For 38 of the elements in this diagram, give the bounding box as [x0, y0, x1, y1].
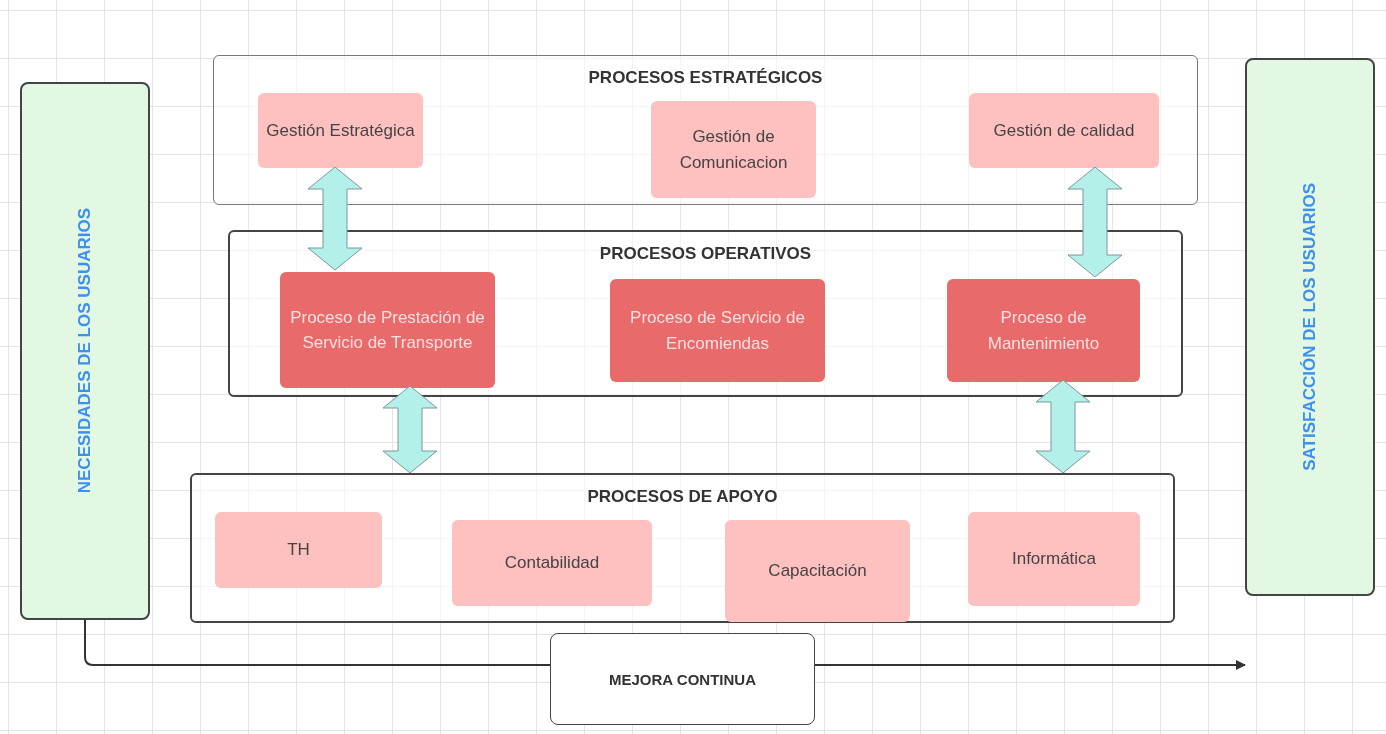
side-panel: [20, 82, 150, 620]
side-panel: [1245, 58, 1375, 596]
process-box: [947, 279, 1140, 382]
process-box: [280, 272, 495, 388]
box-label: Gestión de Comunicacion: [678, 126, 789, 174]
group-heading: PROCESOS DE APOYO: [587, 487, 778, 507]
box-label: Proceso de Prestación de Servicio de Transporte: [289, 306, 486, 354]
double-block-arrow: [307, 166, 363, 271]
box-label: Gestión Estratégica: [266, 119, 415, 142]
box-label: MEJORA CONTINUA: [609, 670, 756, 688]
process-box: [725, 520, 910, 622]
process-box: [215, 512, 382, 588]
process-box: [550, 633, 815, 725]
process-box: [968, 512, 1140, 606]
box-label: Capacitación: [768, 560, 867, 583]
connector-line: [84, 619, 551, 666]
group-heading: PROCESOS ESTRATÉGICOS: [588, 68, 823, 88]
double-block-arrow: [382, 385, 438, 474]
double-block-arrow: [1067, 166, 1123, 278]
process-group: [213, 55, 1198, 205]
box-label: Informática: [1011, 548, 1097, 571]
box-label: Proceso de Servicio de Encomiendas: [629, 307, 806, 355]
panel-label: SATISFACCIÓN DE LOS USUARIOS: [1300, 183, 1320, 471]
group-heading: PROCESOS OPERATIVOS: [599, 244, 812, 264]
box-label: Proceso de Mantenimiento: [986, 307, 1101, 355]
double-block-arrow: [1035, 379, 1091, 474]
process-box: [969, 93, 1159, 168]
connector-line: [814, 660, 1246, 670]
process-box: [651, 101, 816, 198]
process-box: [452, 520, 652, 606]
process-group: [190, 473, 1175, 623]
panel-label: NECESIDADES DE LOS USUARIOS: [75, 208, 95, 494]
box-label: TH: [287, 539, 310, 562]
process-box: [610, 279, 825, 382]
process-box: [258, 93, 423, 168]
box-label: Gestión de calidad: [993, 119, 1135, 142]
box-label: Contabilidad: [504, 552, 600, 575]
process-group: [228, 230, 1183, 397]
